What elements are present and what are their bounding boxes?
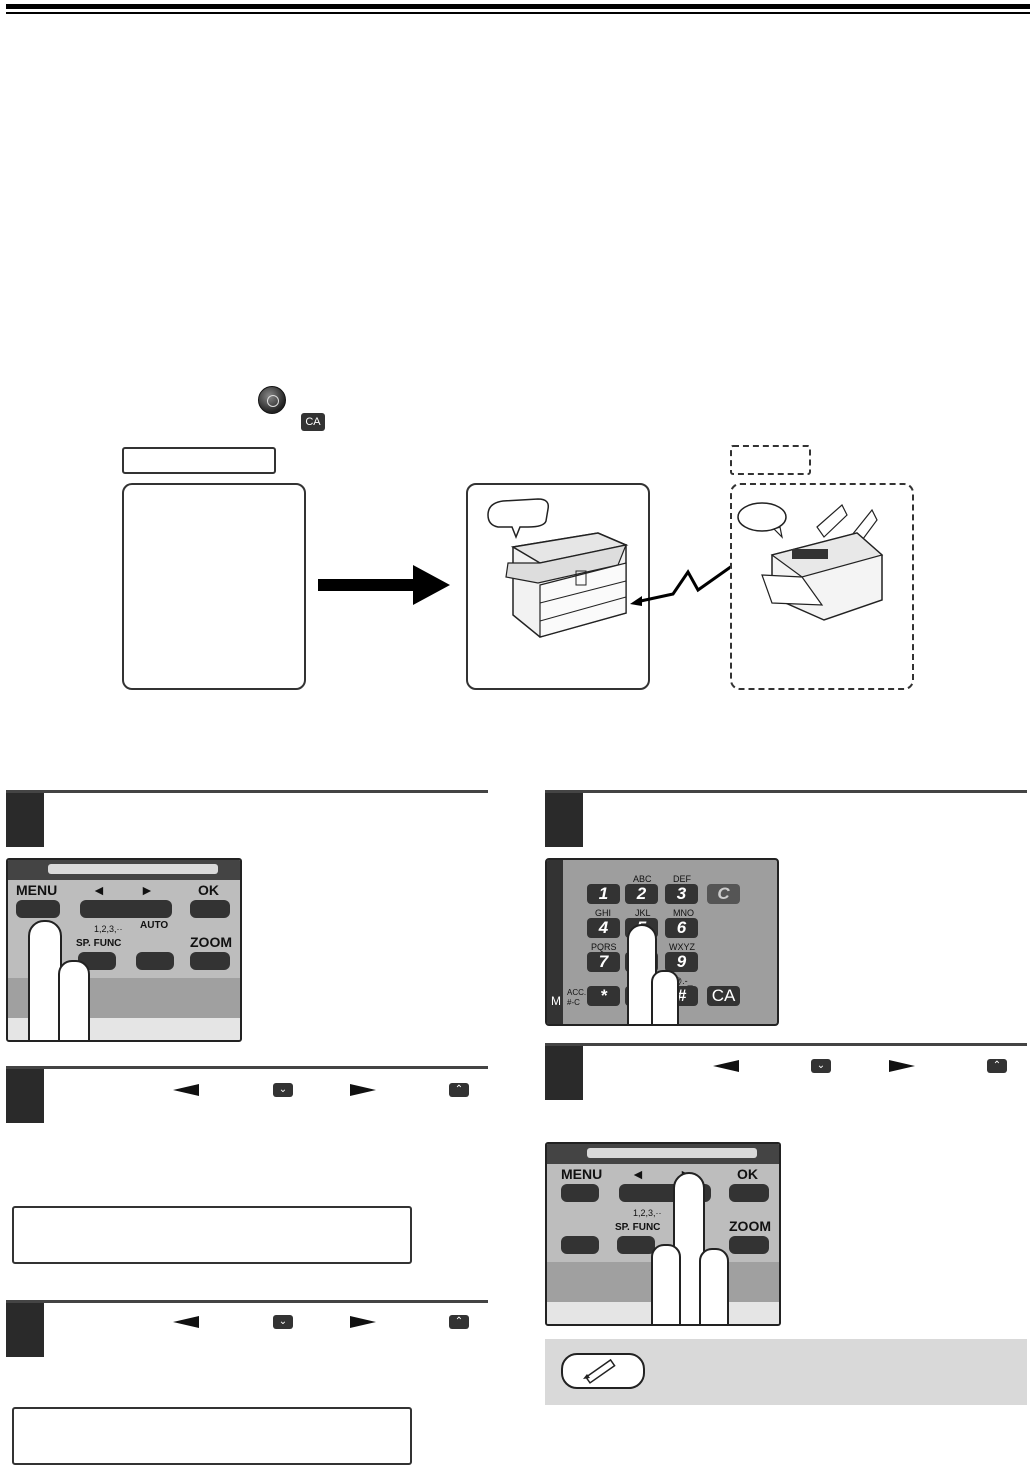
ok-label: OK xyxy=(198,882,219,898)
arrow-keys[interactable] xyxy=(80,900,172,918)
key-ca[interactable]: CA xyxy=(707,986,740,1006)
menu-sub-key[interactable] xyxy=(561,1236,599,1254)
key-7[interactable]: 7 xyxy=(587,952,620,972)
acc-label: ACC. xyxy=(567,988,587,997)
right-key-icon xyxy=(350,1316,376,1328)
step-3-bar xyxy=(6,1300,488,1303)
auto-label: AUTO xyxy=(140,920,169,931)
key-letters: JKL xyxy=(635,908,651,918)
header-rule-thin xyxy=(6,12,1030,14)
step-1-bar xyxy=(6,790,488,793)
zoom-key[interactable] xyxy=(190,952,230,970)
step-5-bar xyxy=(545,1043,1027,1046)
down-key-icon: ⌄ xyxy=(273,1315,293,1329)
down-key-icon: ⌄ xyxy=(811,1059,831,1073)
finger-icon xyxy=(651,970,679,1024)
sp-func-key[interactable] xyxy=(617,1236,655,1254)
key-1[interactable]: 1 xyxy=(587,884,620,904)
left-arrow-label: ◄ xyxy=(92,882,106,898)
menu-key[interactable] xyxy=(561,1184,599,1202)
step-2-number xyxy=(6,1069,44,1123)
up-key-icon: ⌃ xyxy=(449,1315,469,1329)
step-5-number xyxy=(545,1046,583,1100)
left-key-icon xyxy=(173,1084,199,1096)
lcd-display-2 xyxy=(12,1407,412,1465)
key-letters: PQRS xyxy=(591,942,617,952)
key-letters: MNO xyxy=(673,908,694,918)
finger-icon xyxy=(28,920,62,1040)
left-key-icon xyxy=(173,1316,199,1328)
copier-panel xyxy=(466,483,650,690)
other-machine-label-box xyxy=(730,445,811,475)
control-panel-menu-photo: MENU ◄ ► OK 1,2,3,·· AUTO SP. FUNC ZOOM xyxy=(6,858,242,1042)
fax-panel xyxy=(730,483,914,690)
zoom-key[interactable] xyxy=(729,1236,769,1254)
left-key-icon xyxy=(713,1060,739,1072)
key-letters: WXYZ xyxy=(669,942,695,952)
up-key-icon: ⌃ xyxy=(449,1083,469,1097)
start-key-icon xyxy=(258,386,286,414)
sp-func-label: SP. FUNC xyxy=(76,938,122,949)
note-pencil-icon xyxy=(561,1353,645,1389)
ok-label: OK xyxy=(737,1166,758,1182)
this-machine-label-box xyxy=(122,447,276,474)
lcd-display-1 xyxy=(12,1206,412,1264)
instruction-panel xyxy=(122,483,306,690)
step-4-bar xyxy=(545,790,1027,793)
right-key-icon xyxy=(889,1060,915,1072)
numeric-keypad-photo: M ABC DEF 1 2 3 C GHI JKL MNO 4 5 6 PQRS… xyxy=(545,858,779,1026)
up-key-icon: ⌃ xyxy=(987,1059,1007,1073)
key-star[interactable]: * xyxy=(587,986,620,1006)
flow-arrow-icon xyxy=(318,565,450,605)
note-box xyxy=(545,1339,1027,1405)
right-key-icon xyxy=(350,1084,376,1096)
left-arrow-label: ◄ xyxy=(631,1166,645,1182)
key-2[interactable]: 2 xyxy=(625,884,658,904)
zoom-label: ZOOM xyxy=(729,1218,771,1234)
zoom-label: ZOOM xyxy=(190,934,232,950)
finger-icon xyxy=(58,960,90,1040)
down-key-icon: ⌄ xyxy=(273,1083,293,1097)
key-4[interactable]: 4 xyxy=(587,918,620,938)
fax-link-icon xyxy=(630,564,733,606)
step-1-number xyxy=(6,793,44,847)
ok-key[interactable] xyxy=(729,1184,769,1202)
acc-sub-label: #-C xyxy=(567,998,580,1007)
key-letters: @.-_ xyxy=(673,976,693,986)
step-3-number xyxy=(6,1303,44,1357)
right-arrow-label: ► xyxy=(140,882,154,898)
auto-key[interactable] xyxy=(136,952,174,970)
ca-key-label: CA xyxy=(305,416,321,428)
finger-icon xyxy=(699,1248,729,1324)
copier-illustration xyxy=(487,498,629,638)
key-9[interactable]: 9 xyxy=(665,952,698,972)
step-2-bar xyxy=(6,1066,488,1069)
key-6[interactable]: 6 xyxy=(665,918,698,938)
menu-label: MENU xyxy=(561,1166,603,1182)
step-4-number xyxy=(545,793,583,847)
menu-label: MENU xyxy=(16,882,58,898)
key-letters: GHI xyxy=(595,908,612,918)
ok-key[interactable] xyxy=(190,900,230,918)
seq-label: 1,2,3,·· xyxy=(633,1208,662,1218)
key-letters: ABC xyxy=(633,874,652,884)
menu-key[interactable] xyxy=(16,900,60,918)
seq-label: 1,2,3,·· xyxy=(94,924,123,934)
sp-func-label: SP. FUNC xyxy=(615,1222,661,1233)
ca-key-icon: CA xyxy=(301,413,325,431)
m-label: M xyxy=(551,994,561,1008)
key-letters: DEF xyxy=(673,874,691,884)
header-rule-thick xyxy=(6,4,1030,9)
key-3[interactable]: 3 xyxy=(665,884,698,904)
fax-machine-illustration xyxy=(737,502,884,621)
finger-icon xyxy=(651,1244,681,1324)
key-c[interactable]: C xyxy=(707,884,740,904)
control-panel-ok-photo: MENU ◄ ► OK 1,2,3,·· SP. FUNC ZOOM xyxy=(545,1142,781,1326)
